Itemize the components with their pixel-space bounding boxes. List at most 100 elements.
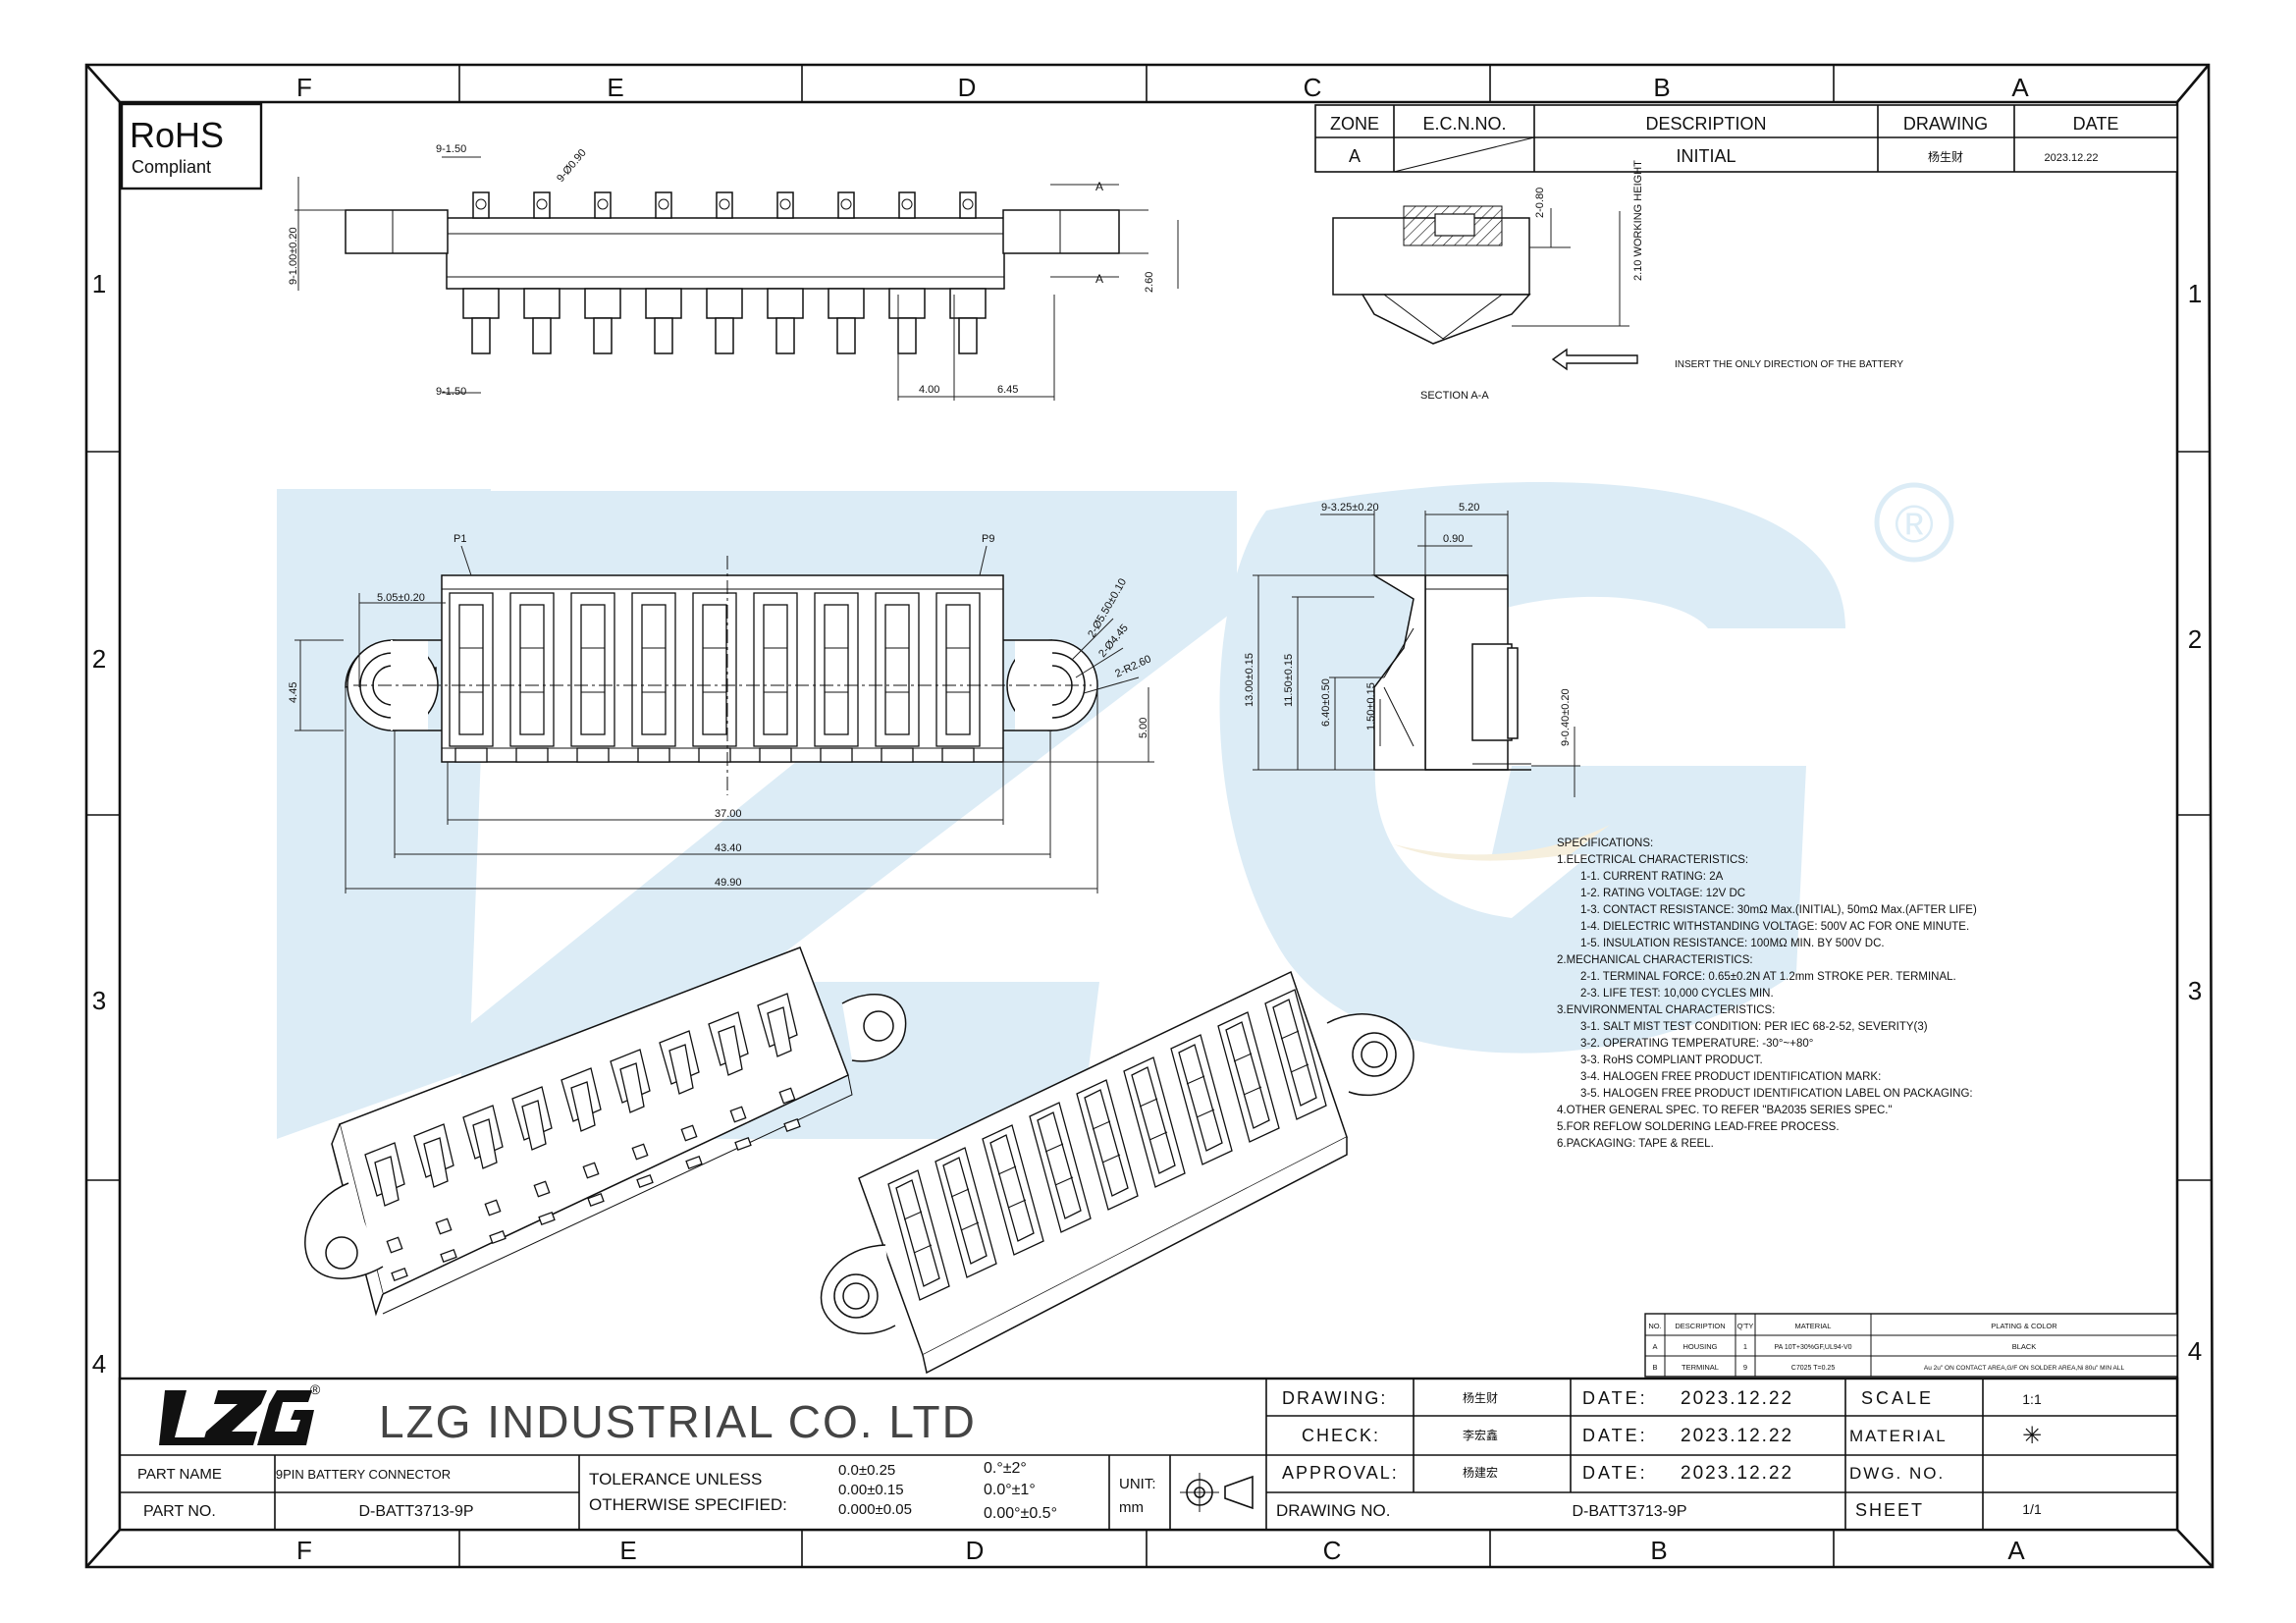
dim-label: 4.45 bbox=[288, 682, 299, 703]
row-label: 3 bbox=[2188, 976, 2202, 1005]
iso-right-rib bbox=[1186, 1075, 1205, 1085]
iso-left-foot bbox=[636, 1174, 654, 1188]
scale-value: 1:1 bbox=[2022, 1391, 2042, 1407]
iso-left-window bbox=[729, 1106, 747, 1123]
front-slot-foot bbox=[759, 747, 792, 763]
dim-label: 49.90 bbox=[715, 877, 742, 889]
drawing-label: DRAWING: bbox=[1282, 1388, 1387, 1408]
front-contact bbox=[519, 604, 545, 735]
iso-right-rib bbox=[913, 1244, 933, 1254]
top-pin-foot bbox=[645, 288, 682, 319]
sheet-label: SHEET bbox=[1855, 1500, 1924, 1520]
isometric-view-left bbox=[304, 947, 907, 1317]
unit-label: UNIT: bbox=[1119, 1476, 1156, 1492]
date-label: DATE: bbox=[1582, 1426, 1648, 1445]
iso-left-window bbox=[582, 1162, 600, 1179]
iso-left-window bbox=[680, 1124, 698, 1142]
approval-name: 杨建宏 bbox=[1463, 1465, 1498, 1480]
top-view-pins bbox=[462, 191, 987, 354]
front-slot-foot bbox=[576, 747, 610, 763]
iso-left-foot bbox=[783, 1118, 801, 1132]
rev-header-description: DESCRIPTION bbox=[1645, 114, 1766, 134]
tolerance-linear: 0.000±0.05 bbox=[838, 1501, 912, 1518]
dim-label: 2.10 WORKING HEIGHT bbox=[1632, 160, 1644, 281]
front-slot-foot bbox=[454, 747, 488, 763]
check-name: 李宏鑫 bbox=[1463, 1428, 1498, 1442]
dim-label: 9-0.40±0.20 bbox=[1560, 688, 1572, 746]
top-pin-lead bbox=[593, 317, 613, 354]
spec-line: 1-1. CURRENT RATING: 2A bbox=[1580, 871, 1724, 883]
iso-right-contact bbox=[1178, 1044, 1223, 1152]
col-label: A bbox=[2011, 73, 2029, 102]
top-pin-foot bbox=[584, 288, 621, 319]
iso-right-contact bbox=[1084, 1089, 1129, 1197]
iso-right-rib bbox=[903, 1211, 923, 1220]
top-pin-tab bbox=[472, 191, 490, 219]
front-contact bbox=[641, 604, 667, 735]
rev-zone: A bbox=[1349, 146, 1361, 166]
front-slot-foot bbox=[881, 747, 914, 763]
date-value: 2023.12.22 bbox=[1681, 1388, 1793, 1409]
date-value: 2023.12.22 bbox=[1681, 1426, 1793, 1446]
rohs-subtitle: Compliant bbox=[132, 157, 211, 177]
top-pin-hole bbox=[658, 198, 669, 210]
front-view-drawing: P1 P9 5.05±0.20 2-Ø5.50±0.10 2-Ø4.45 2-R… bbox=[288, 533, 1154, 893]
spec-line: 3-5. HALOGEN FREE PRODUCT IDENTIFICATION… bbox=[1580, 1088, 1973, 1100]
spec-line: SPECIFICATIONS: bbox=[1557, 838, 1653, 849]
projection-symbol-icon bbox=[1180, 1473, 1254, 1512]
col-label: C bbox=[1323, 1536, 1342, 1565]
dim-label: 2.60 bbox=[1144, 272, 1155, 293]
rev-date: 2023.12.22 bbox=[2044, 152, 2098, 164]
spec-line: 6.PACKAGING: TAPE & REEL. bbox=[1557, 1138, 1714, 1150]
top-pin-tab bbox=[898, 191, 916, 219]
title-block: ® LZG INDUSTRIAL CO. LTD PART NAME 9PIN … bbox=[118, 1377, 2179, 1532]
bom-cell: PA 10T+30%GF,UL94-V0 bbox=[1774, 1344, 1851, 1351]
iso-left-contact bbox=[521, 1100, 547, 1151]
row-label: 2 bbox=[92, 644, 106, 674]
dim-label: 6.40±0.50 bbox=[1320, 678, 1332, 727]
iso-left-contact bbox=[472, 1118, 498, 1169]
bom-header: MATERIAL bbox=[1795, 1322, 1832, 1330]
bom-table: NO. DESCRIPTION Q'TY MATERIAL PLATING & … bbox=[1644, 1313, 2178, 1378]
isometric-view-right bbox=[820, 970, 1415, 1375]
dim-label: 43.40 bbox=[715, 842, 742, 854]
bom-cell: A bbox=[1652, 1342, 1657, 1351]
iso-right-rib bbox=[1280, 1030, 1300, 1040]
spec-line: 1-4. DIELECTRIC WITHSTANDING VOLTAGE: 50… bbox=[1580, 921, 1969, 933]
top-pin-hole bbox=[840, 198, 852, 210]
col-label: D bbox=[966, 1536, 985, 1565]
part-name: 9PIN BATTERY CONNECTOR bbox=[276, 1467, 451, 1482]
iso-right-rib bbox=[1101, 1154, 1121, 1163]
iso-right-contact bbox=[942, 1157, 988, 1265]
bom-header: NO. bbox=[1648, 1322, 1661, 1330]
company-name: LZG INDUSTRIAL CO. LTD bbox=[379, 1396, 977, 1447]
revision-table: ZONE E.C.N.NO. DESCRIPTION DRAWING DATE … bbox=[1314, 104, 2178, 173]
iso-right-rib bbox=[1290, 1063, 1309, 1073]
iso-right-rib bbox=[1196, 1109, 1215, 1118]
front-slot-foot bbox=[941, 747, 975, 763]
spec-line: 3-1. SALT MIST TEST CONDITION: PER IEC 6… bbox=[1580, 1021, 1928, 1033]
iso-right-contact bbox=[1131, 1066, 1176, 1174]
iso-left-foot bbox=[391, 1268, 408, 1281]
top-pin-foot bbox=[767, 288, 804, 319]
bom-cell: 9 bbox=[1743, 1363, 1747, 1372]
top-pin-tab bbox=[959, 191, 977, 219]
bom-cell: HOUSING bbox=[1682, 1342, 1717, 1351]
top-pin-lead bbox=[654, 317, 673, 354]
top-pin-hole bbox=[779, 198, 791, 210]
tolerance-angle: 0.0°±1° bbox=[984, 1482, 1036, 1498]
date-label: DATE: bbox=[1582, 1463, 1648, 1483]
top-pin-foot bbox=[949, 288, 987, 319]
dim-label: 11.50±0.15 bbox=[1283, 654, 1295, 707]
top-pin-foot bbox=[706, 288, 743, 319]
iso-left-foot bbox=[587, 1193, 605, 1207]
rev-header-date: DATE bbox=[2073, 114, 2119, 134]
isometric-left-contacts bbox=[364, 993, 801, 1281]
iso-left-foot bbox=[734, 1137, 752, 1151]
dim-label: 37.00 bbox=[715, 808, 742, 820]
top-pin-hole bbox=[962, 198, 974, 210]
tolerance-angle: 0.°±2° bbox=[984, 1460, 1027, 1477]
rohs-title: RoHS bbox=[130, 115, 224, 155]
front-slot-foot bbox=[698, 747, 731, 763]
top-pin-tab bbox=[776, 191, 794, 219]
